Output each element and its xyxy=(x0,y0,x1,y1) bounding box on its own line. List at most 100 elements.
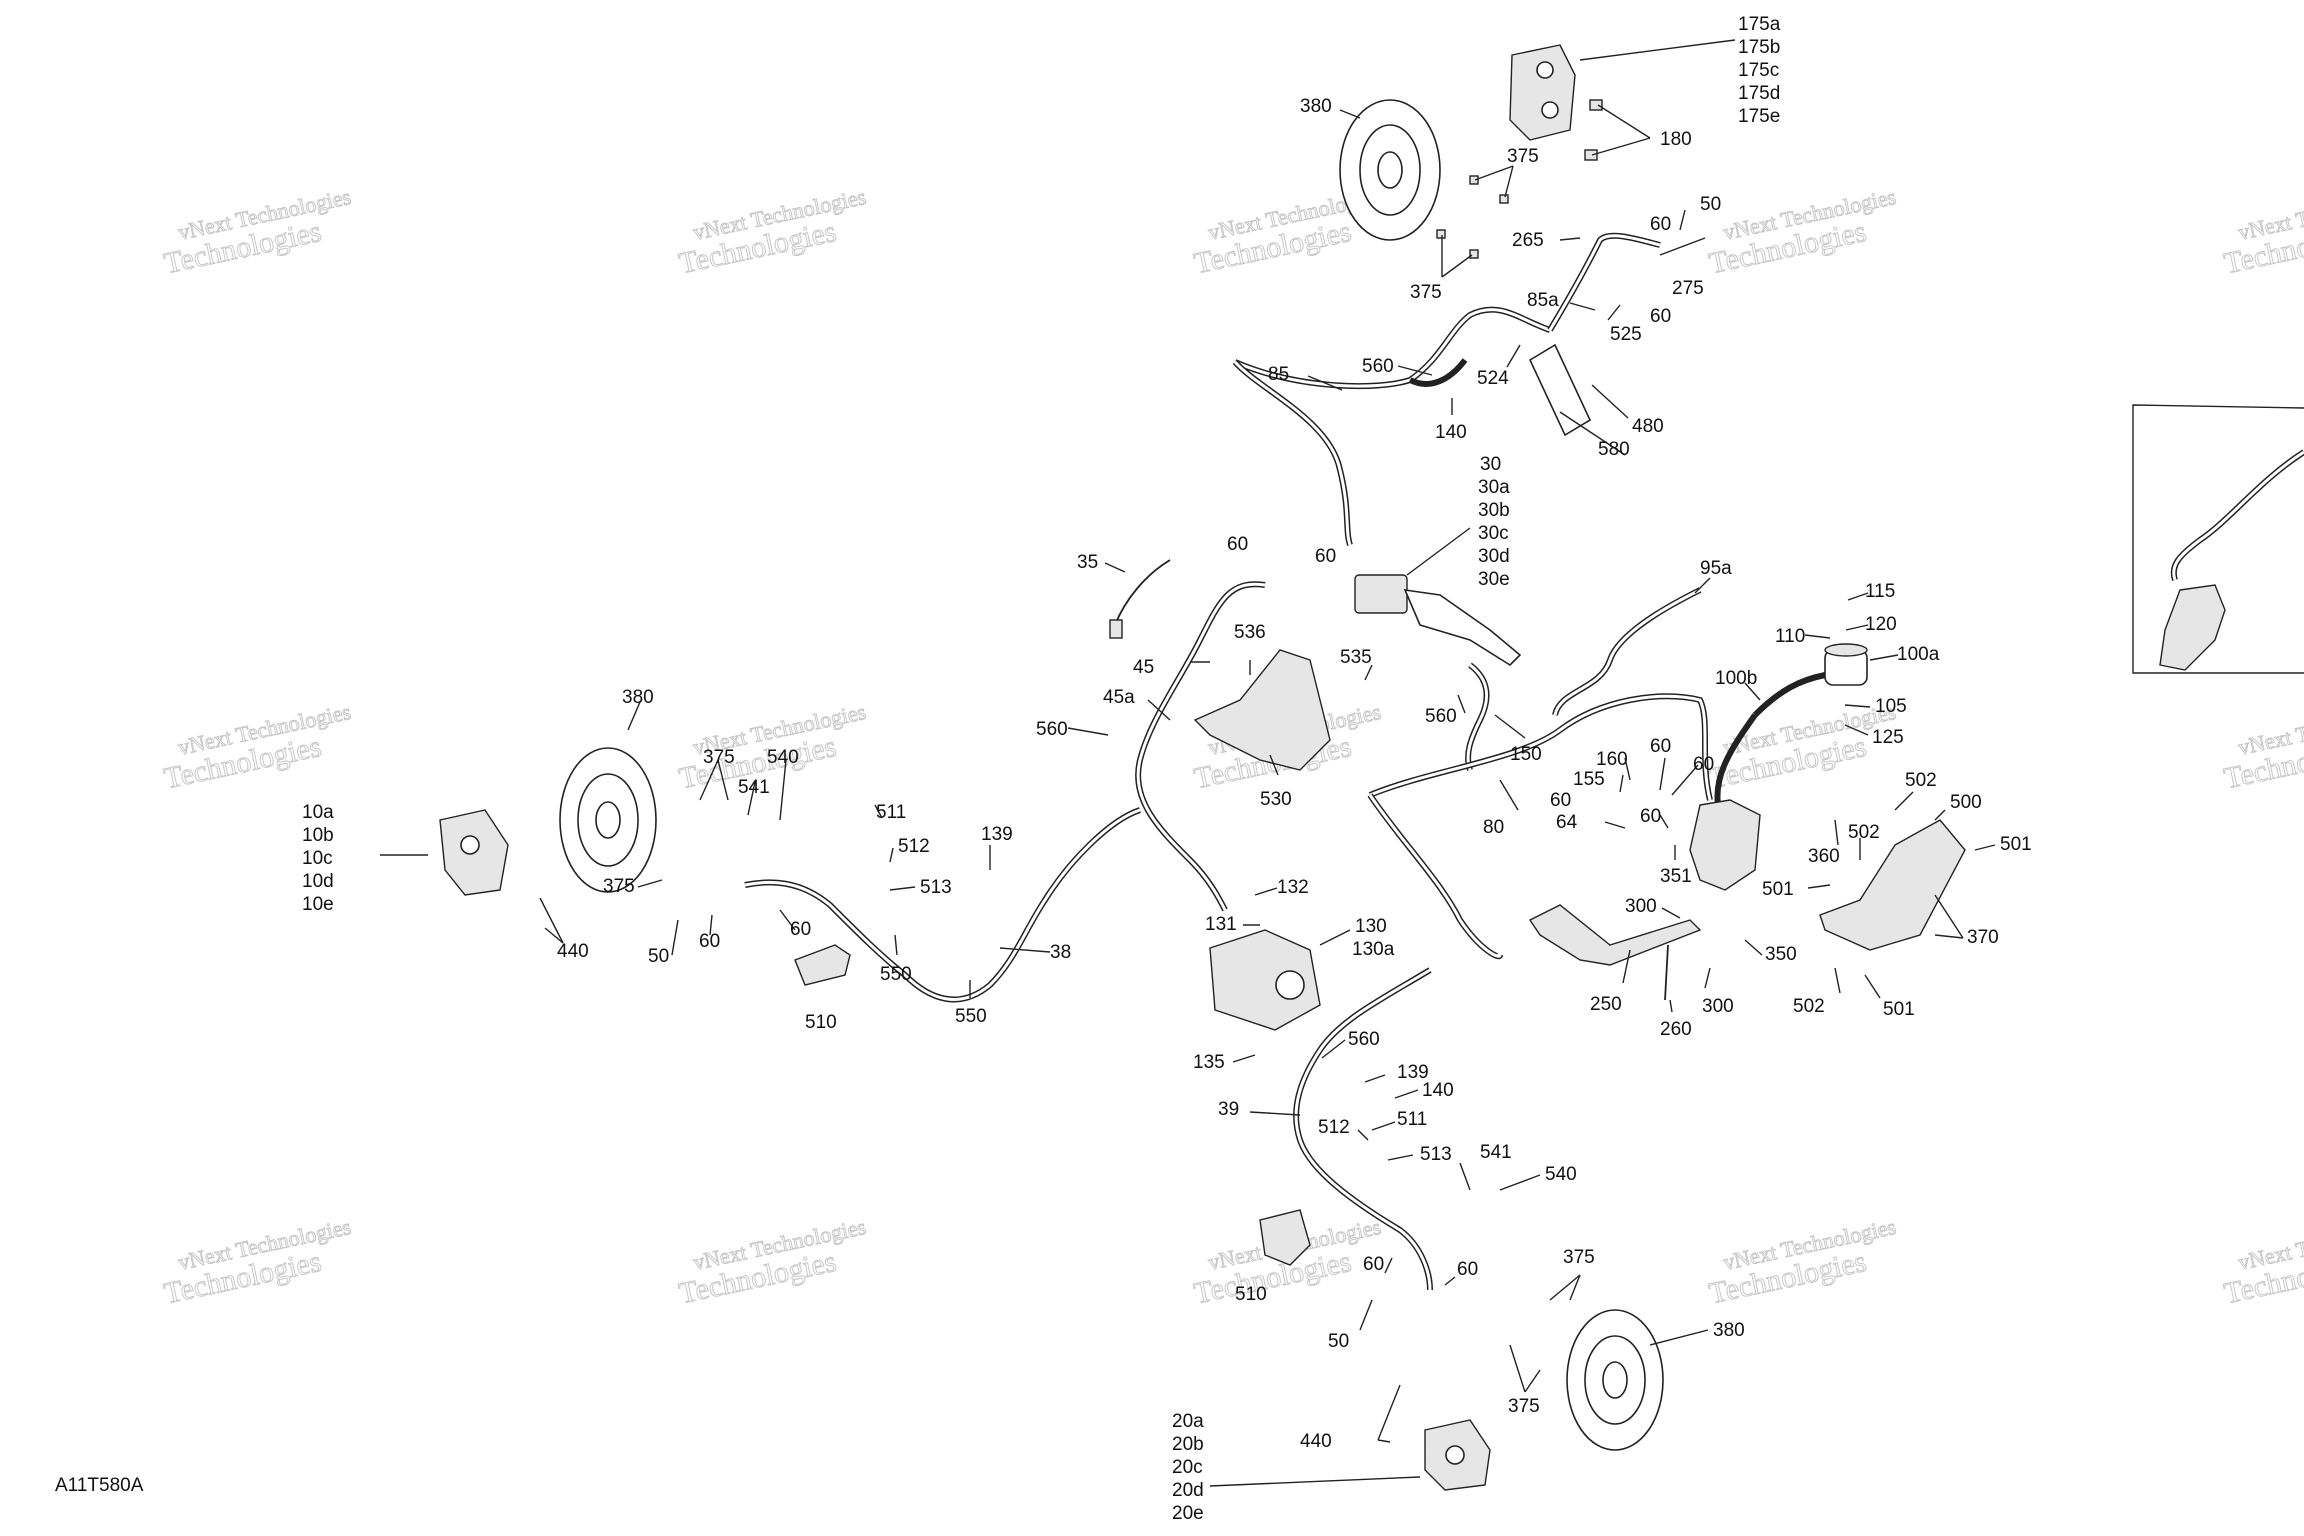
label-360: 360 xyxy=(1808,846,1840,867)
label-130a: 130a xyxy=(1352,939,1395,960)
parts-layer xyxy=(439,44,2304,1491)
label-60: 60 xyxy=(1640,806,1661,827)
label-100a: 100a xyxy=(1897,644,1940,665)
label-502: 502 xyxy=(1793,996,1825,1017)
front-brake-disc-top xyxy=(1339,99,1441,241)
sensor-bracket-bottom xyxy=(1259,1209,1311,1266)
label-60: 60 xyxy=(1693,754,1714,775)
label-440: 440 xyxy=(557,941,589,962)
label-20e: 20e xyxy=(1172,1503,1204,1524)
grip xyxy=(1528,343,1592,437)
label-30b: 30b xyxy=(1478,500,1510,521)
label-175b: 175b xyxy=(1738,37,1780,58)
label-536: 536 xyxy=(1234,622,1266,643)
label-10d: 10d xyxy=(302,871,334,892)
label-540: 540 xyxy=(767,747,799,768)
label-535: 535 xyxy=(1340,647,1372,668)
label-95a: 95a xyxy=(1700,558,1732,579)
label-501: 501 xyxy=(1883,999,1915,1020)
sensor-bracket-left xyxy=(794,944,851,986)
label-130: 130 xyxy=(1355,916,1387,937)
label-510: 510 xyxy=(805,1012,837,1033)
label-20c: 20c xyxy=(1172,1457,1203,1478)
label-30e: 30e xyxy=(1478,569,1510,590)
label-38: 38 xyxy=(1050,942,1071,963)
label-440: 440 xyxy=(1300,1431,1332,1452)
label-175c: 175c xyxy=(1738,60,1779,81)
drawing-code: A11T580A xyxy=(55,1475,144,1496)
label-380: 380 xyxy=(1713,1320,1745,1341)
front-caliper-top xyxy=(1509,44,1576,141)
label-175d: 175d xyxy=(1738,83,1780,104)
label-541: 541 xyxy=(1480,1142,1512,1163)
label-50: 50 xyxy=(648,946,669,967)
label-380: 380 xyxy=(1300,96,1332,117)
label-30c: 30c xyxy=(1478,523,1509,544)
leader-lines xyxy=(380,39,1996,1487)
label-500: 500 xyxy=(1950,792,1982,813)
label-260: 260 xyxy=(1660,1019,1692,1040)
label-140: 140 xyxy=(1422,1080,1454,1101)
label-300: 300 xyxy=(1625,896,1657,917)
label-110: 110 xyxy=(1775,626,1805,647)
inset-detail xyxy=(2132,404,2304,674)
front-caliper-left xyxy=(439,809,509,896)
label-10c: 10c xyxy=(302,848,333,869)
label-30: 30 xyxy=(1480,454,1501,475)
label-511: 511 xyxy=(876,802,906,823)
label-45a: 45a xyxy=(1103,687,1135,708)
label-50: 50 xyxy=(1700,194,1721,215)
label-265: 265 xyxy=(1512,230,1544,251)
label-512: 512 xyxy=(1318,1117,1350,1138)
label-64: 64 xyxy=(1556,812,1578,833)
label-512: 512 xyxy=(898,836,930,857)
label-541: 541 xyxy=(738,777,770,798)
disc-screws-top xyxy=(1436,175,1509,259)
label-502: 502 xyxy=(1905,770,1937,791)
label-160: 160 xyxy=(1596,749,1628,770)
label-375: 375 xyxy=(1507,146,1539,167)
label-100b: 100b xyxy=(1715,668,1757,689)
label-60: 60 xyxy=(1650,736,1671,757)
watermark-layer: vNext Technologies Technologies vNext Te… xyxy=(161,183,2304,1310)
master-cylinder xyxy=(1354,574,1522,667)
label-375: 375 xyxy=(703,747,735,768)
label-375: 375 xyxy=(1563,1247,1595,1268)
label-20b: 20b xyxy=(1172,1434,1204,1455)
label-10e: 10e xyxy=(302,894,334,915)
abs-bracket xyxy=(1193,649,1331,771)
label-120: 120 xyxy=(1865,614,1897,635)
label-30d: 30d xyxy=(1478,546,1510,567)
label-375: 375 xyxy=(603,876,635,897)
reservoir xyxy=(1824,643,1868,686)
label-370: 370 xyxy=(1967,927,1999,948)
label-350: 350 xyxy=(1765,944,1797,965)
caliper-bolts xyxy=(1584,99,1603,161)
label-60: 60 xyxy=(699,931,720,952)
label-175e: 175e xyxy=(1738,106,1780,127)
label-510: 510 xyxy=(1235,1284,1267,1305)
label-580: 580 xyxy=(1598,439,1630,460)
label-60: 60 xyxy=(1315,546,1336,567)
label-60: 60 xyxy=(1227,534,1248,555)
label-175a: 175a xyxy=(1738,14,1781,35)
label-125: 125 xyxy=(1872,727,1904,748)
label-250: 250 xyxy=(1590,994,1622,1015)
label-180: 180 xyxy=(1660,129,1692,150)
label-525: 525 xyxy=(1610,324,1642,345)
label-139: 139 xyxy=(1397,1062,1429,1083)
label-351: 351 xyxy=(1660,866,1692,887)
label-524: 524 xyxy=(1477,368,1509,389)
label-560: 560 xyxy=(1036,719,1068,740)
label-50: 50 xyxy=(1328,1331,1349,1352)
rear-caliper-bottom xyxy=(1424,1419,1491,1491)
label-60: 60 xyxy=(1363,1254,1384,1275)
label-20d: 20d xyxy=(1172,1480,1204,1501)
label-530: 530 xyxy=(1260,789,1292,810)
brake-pedal xyxy=(1528,904,1702,966)
label-85a: 85a xyxy=(1527,290,1559,311)
label-10a: 10a xyxy=(302,802,334,823)
rear-brake-disc-bottom xyxy=(1566,1309,1664,1451)
label-30a: 30a xyxy=(1478,477,1510,498)
